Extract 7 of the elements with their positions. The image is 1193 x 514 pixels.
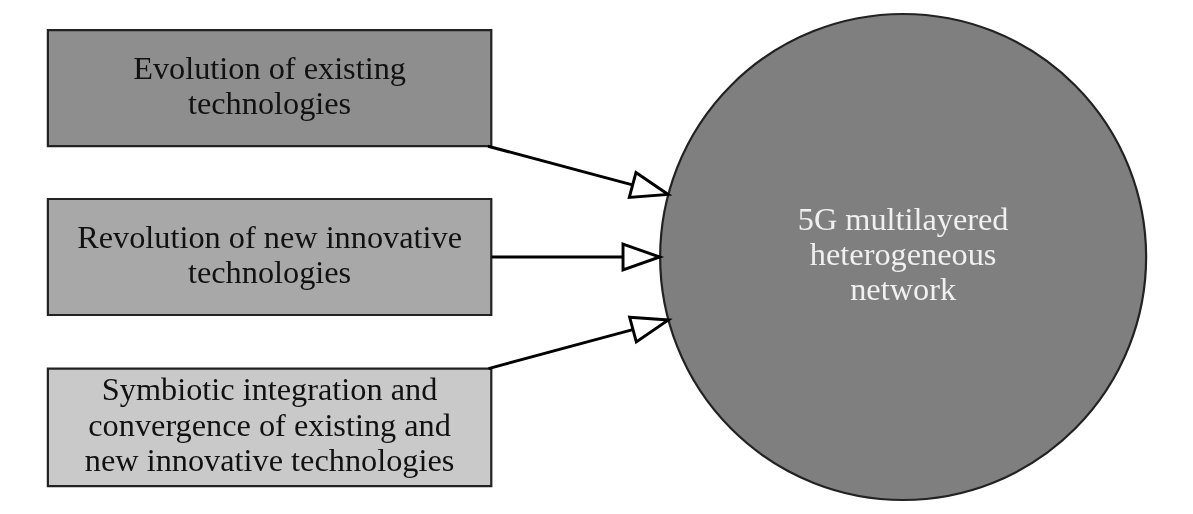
node-box: Evolution of existing technologies xyxy=(46,29,492,148)
node-circle: 5G multilayered heterogeneous network xyxy=(658,12,1147,502)
node-box: Symbiotic integration and convergence of existing and new innovative technologies xyxy=(46,367,492,488)
arrow xyxy=(491,242,664,272)
arrow xyxy=(487,144,672,199)
arrow xyxy=(487,315,673,370)
node-box: Revolution of new innovative technologies xyxy=(46,197,492,317)
